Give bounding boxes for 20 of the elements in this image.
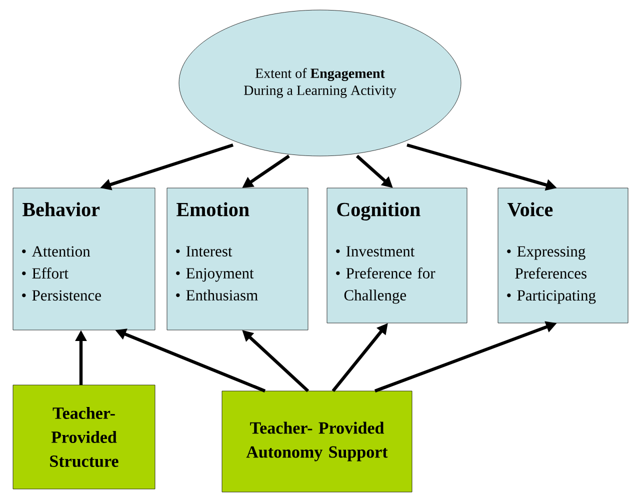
bullet-item: • Participating xyxy=(507,290,596,304)
source-box: Teacher- Provided Autonomy Support xyxy=(222,390,412,492)
category-box xyxy=(498,188,628,324)
bullet-item: • Persistence xyxy=(22,290,101,301)
bullet-item: • Effort xyxy=(22,268,68,279)
bullet-item: • Attention xyxy=(22,246,90,257)
box-heading: Behavior xyxy=(22,202,100,216)
box-heading: Emotion xyxy=(176,202,250,216)
bullet-item: • Interest xyxy=(176,246,232,256)
box-heading: Voice xyxy=(507,202,553,216)
bullet-item: • Preference for Challenge xyxy=(336,267,436,304)
category-box xyxy=(166,188,308,330)
bullet-item: • Investment xyxy=(336,246,415,256)
box-heading: Cognition xyxy=(337,202,420,220)
bullet-item: • Enthusiasm xyxy=(176,290,258,300)
category-box xyxy=(12,188,156,330)
category-box xyxy=(326,188,468,324)
bullet-item: • Enjoyment xyxy=(176,268,254,282)
bullet-item: • Expressing Preferences xyxy=(507,246,586,279)
source-box: Teacher- Provided Structure xyxy=(12,384,156,490)
